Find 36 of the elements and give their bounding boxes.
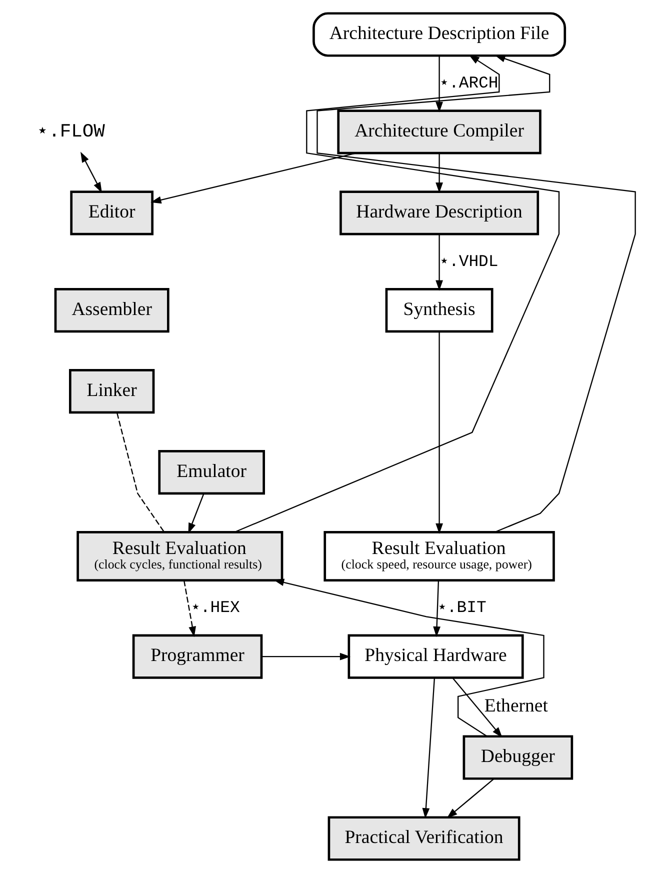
node-box: Practical Verification bbox=[327, 816, 520, 861]
node-box: Linker bbox=[68, 369, 154, 414]
arrow bbox=[316, 55, 636, 533]
node-box: Architecture Description File bbox=[312, 12, 566, 57]
arrow bbox=[435, 332, 442, 534]
edge-label: ⋆.HEX bbox=[190, 598, 240, 618]
arrow bbox=[234, 54, 560, 533]
node-box: Emulator bbox=[158, 450, 264, 495]
arrow bbox=[446, 778, 494, 818]
arrow bbox=[261, 652, 350, 660]
arrow bbox=[432, 580, 440, 638]
node-box: Programmer bbox=[132, 634, 262, 679]
node-box: Assembler bbox=[54, 288, 169, 333]
edge-label: ⋆.ARCH bbox=[438, 74, 498, 93]
arrow bbox=[188, 493, 204, 534]
node-box: Hardware Description bbox=[339, 190, 539, 236]
node-box: Debugger bbox=[462, 735, 573, 780]
node-box: Physical Hardware bbox=[347, 634, 524, 679]
arrow bbox=[435, 153, 442, 194]
node-box: Synthesis bbox=[384, 288, 493, 333]
arrow bbox=[80, 152, 102, 193]
arrow bbox=[422, 678, 435, 819]
connector bbox=[116, 412, 164, 532]
node-box: Editor bbox=[70, 190, 153, 236]
node-box: Result Evaluation (clock speed, resource usage, power) bbox=[323, 530, 554, 582]
arrow bbox=[435, 56, 442, 112]
edge-label: Ethernet bbox=[484, 696, 548, 716]
arrow bbox=[452, 678, 502, 738]
node-box: Result Evaluation (clock cycles, functional results) bbox=[76, 530, 283, 582]
arrow bbox=[435, 234, 442, 291]
edge-label: ⋆.BIT bbox=[436, 598, 486, 618]
node-text: ⋆.FLOW bbox=[36, 120, 104, 142]
arrow bbox=[150, 152, 356, 204]
node-box: Architecture Compiler bbox=[336, 110, 541, 154]
arrow bbox=[183, 580, 196, 638]
edge-label: ⋆.VHDL bbox=[438, 252, 498, 271]
